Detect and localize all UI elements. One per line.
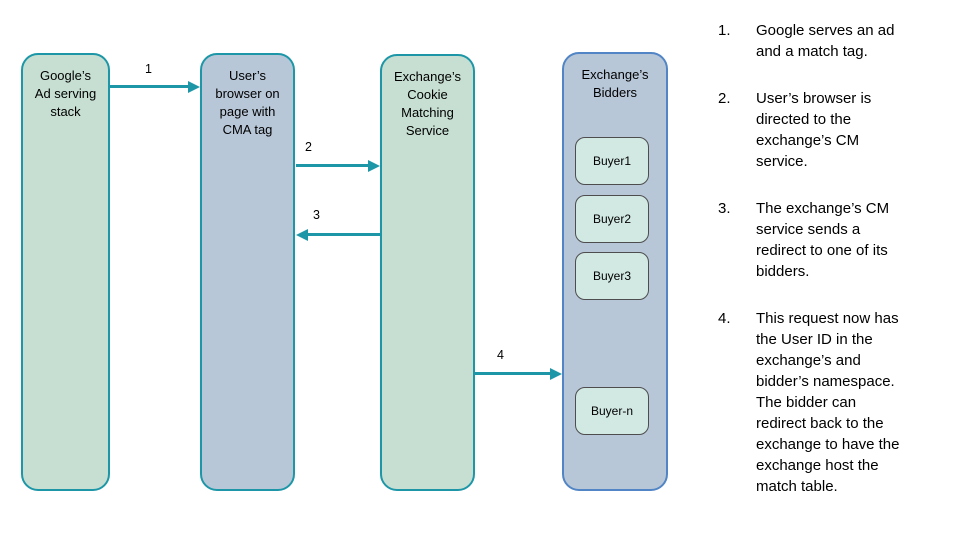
steps-list: 1. Google serves an ad and a match tag. … bbox=[718, 20, 956, 523]
arrow-1-right-icon bbox=[188, 81, 200, 93]
arrow-4-label: 4 bbox=[497, 348, 504, 362]
arrow-2-label: 2 bbox=[305, 140, 312, 154]
step-item-1: 1. Google serves an ad and a match tag. bbox=[718, 20, 956, 62]
buyer-3-box: Buyer3 bbox=[575, 252, 649, 300]
arrow-3-shaft bbox=[308, 233, 380, 236]
arrow-2-shaft bbox=[296, 164, 368, 167]
step-text: User’s browser is directed to the exchan… bbox=[756, 90, 872, 170]
step-text: Google serves an ad and a match tag. bbox=[756, 22, 895, 60]
node-label: Exchange’s Bidders bbox=[581, 67, 649, 100]
arrow-1-label: 1 bbox=[145, 62, 152, 76]
node-user-browser: User’s browser on page with CMA tag bbox=[200, 53, 295, 491]
arrow-1-shaft bbox=[110, 85, 188, 88]
arrow-4-shaft bbox=[474, 372, 550, 375]
node-google-ad-serving-stack: Google’s Ad serving stack bbox=[21, 53, 110, 491]
arrow-3-label: 3 bbox=[313, 208, 320, 222]
buyer-n-box: Buyer-n bbox=[575, 387, 649, 435]
node-label: User’s browser on page with CMA tag bbox=[215, 68, 280, 137]
buyer-1-box: Buyer1 bbox=[575, 137, 649, 185]
step-text: The exchange’s CM service sends a redire… bbox=[756, 200, 890, 280]
node-label: Exchange’s Cookie Matching Service bbox=[394, 69, 461, 138]
arrow-3-left-icon bbox=[296, 229, 308, 241]
step-number: 2. bbox=[718, 90, 731, 107]
step-number: 1. bbox=[718, 22, 731, 39]
step-item-3: 3. The exchange’s CM service sends a red… bbox=[718, 198, 956, 282]
node-cookie-matching-service: Exchange’s Cookie Matching Service bbox=[380, 54, 475, 491]
step-text: This request now has the User ID in the … bbox=[756, 310, 900, 495]
step-item-4: 4. This request now has the User ID in t… bbox=[718, 308, 956, 497]
arrow-2-right-icon bbox=[368, 160, 380, 172]
buyer-2-box: Buyer2 bbox=[575, 195, 649, 243]
arrow-4-right-icon bbox=[550, 368, 562, 380]
node-exchange-bidders: Exchange’s Bidders Buyer1 Buyer2 Buyer3 … bbox=[562, 52, 668, 491]
step-number: 3. bbox=[718, 200, 731, 217]
node-label: Google’s Ad serving stack bbox=[34, 68, 97, 119]
step-number: 4. bbox=[718, 310, 731, 327]
step-item-2: 2. User’s browser is directed to the exc… bbox=[718, 88, 956, 172]
